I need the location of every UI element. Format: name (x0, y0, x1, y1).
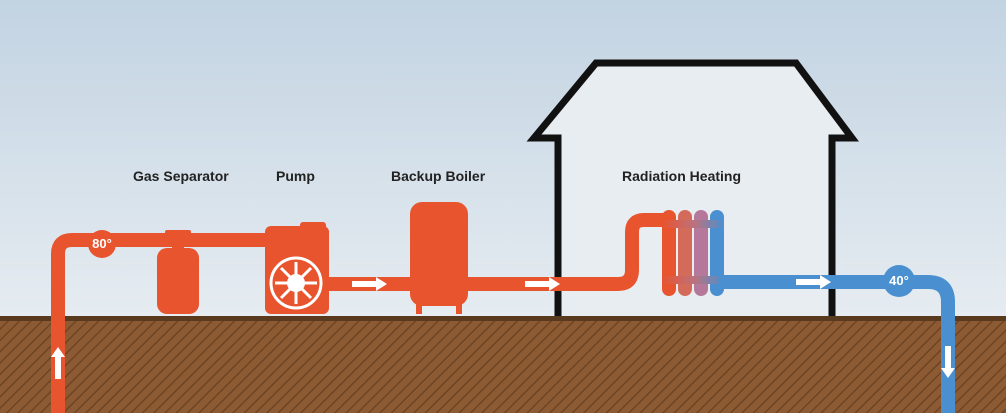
cold-temp-badge (883, 265, 915, 297)
pump-fan-icon (275, 262, 317, 304)
hot-temp-badge (88, 230, 116, 258)
hot-supply-pipe (51, 233, 270, 413)
ground (0, 318, 1006, 413)
radiator (662, 210, 724, 296)
house-outline (526, 59, 859, 318)
arrow-down-icon (941, 346, 955, 378)
arrow-right-icon (352, 277, 387, 291)
arrow-right-icon (796, 275, 831, 289)
pump (265, 222, 329, 314)
flow-arrows (51, 275, 955, 379)
cold-return-pipe (720, 275, 955, 413)
gas-separator-label: Gas Separator (133, 168, 229, 184)
sky (0, 0, 1006, 318)
pipe-boiler-to-radiator (466, 213, 672, 291)
hot-temperature: 80° (92, 236, 112, 251)
backup-boiler-label: Backup Boiler (391, 168, 486, 184)
arrow-up-icon (51, 347, 65, 379)
radiation-heating-label: Radiation Heating (622, 168, 742, 184)
arrow-right-icon (525, 277, 560, 291)
ground-surface-line (0, 316, 1006, 321)
house (526, 59, 859, 318)
cold-temperature: 40° (889, 273, 909, 288)
gas-separator (157, 230, 199, 314)
pump-label: Pump (276, 168, 315, 184)
backup-boiler (410, 202, 468, 314)
